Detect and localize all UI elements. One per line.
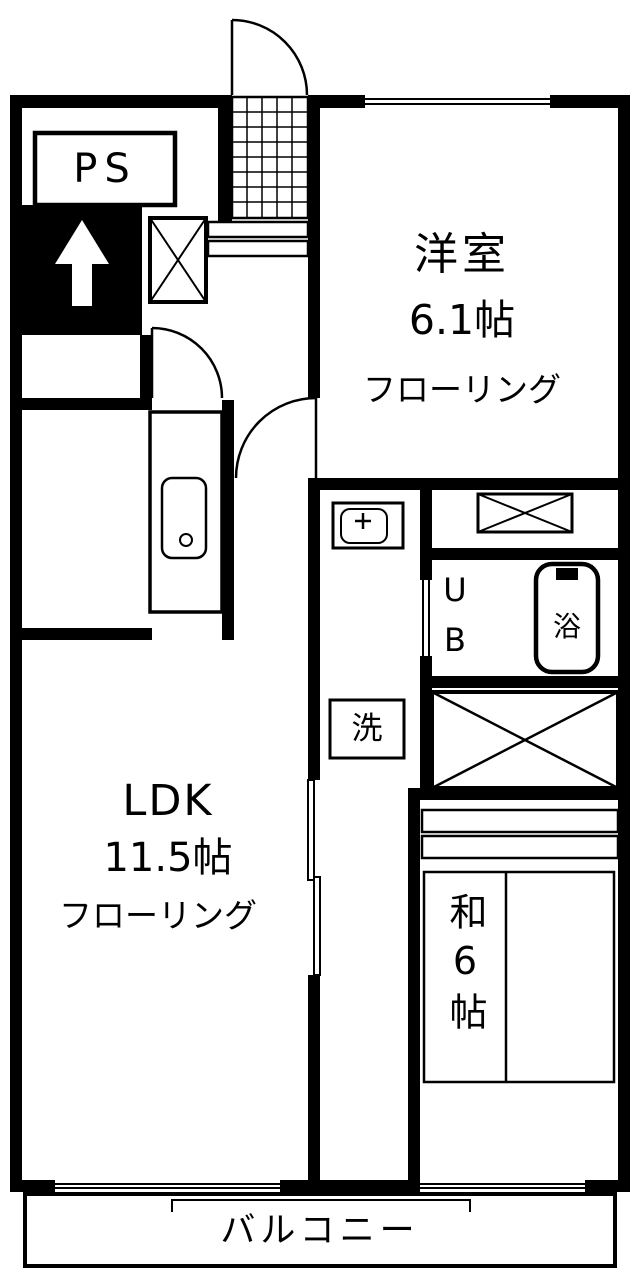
laundry-pan	[328, 698, 406, 760]
ps-box	[32, 130, 178, 208]
shoe-step	[206, 220, 310, 258]
ldk-sliding-door	[307, 779, 321, 976]
balcony-outline	[23, 1192, 617, 1268]
ldk-size: 11.5帖	[103, 835, 233, 881]
ps-label: PS	[73, 146, 137, 192]
genkan-tile-grid	[230, 95, 310, 220]
japanese-room-label: 和6帖	[443, 891, 487, 1039]
western-room-size: 6.1帖	[408, 295, 516, 344]
toilet-icon	[55, 220, 109, 306]
kitchen-sink-icon	[160, 476, 208, 560]
laundry-label: 洗	[351, 710, 383, 747]
ldk-name: LDK	[122, 775, 214, 826]
closet-x-large	[430, 690, 620, 790]
ldk-floor-type: フローリング	[59, 895, 257, 935]
balcony-label: バルコニー	[220, 1210, 420, 1251]
unit-bath-label: UB	[436, 571, 474, 671]
window-lines	[55, 95, 585, 1192]
tatami-lines	[422, 870, 616, 1084]
oshiire-sliding-doors	[420, 808, 620, 860]
bathtub-label: 浴	[552, 610, 581, 643]
unit-bath-door	[422, 580, 430, 656]
bathtub-icon	[533, 561, 601, 675]
closet-x-small	[476, 492, 574, 534]
western-room-floor-type: フローリング	[363, 369, 561, 409]
entrance-door-arc	[230, 18, 309, 96]
washbasin-icon	[331, 501, 405, 550]
toilet-door-arc	[150, 326, 224, 399]
duct-x-box	[148, 216, 208, 304]
kitchen-counter	[148, 410, 224, 614]
western-room-door-arc	[234, 396, 318, 479]
western-room-name: 洋室	[414, 229, 510, 280]
